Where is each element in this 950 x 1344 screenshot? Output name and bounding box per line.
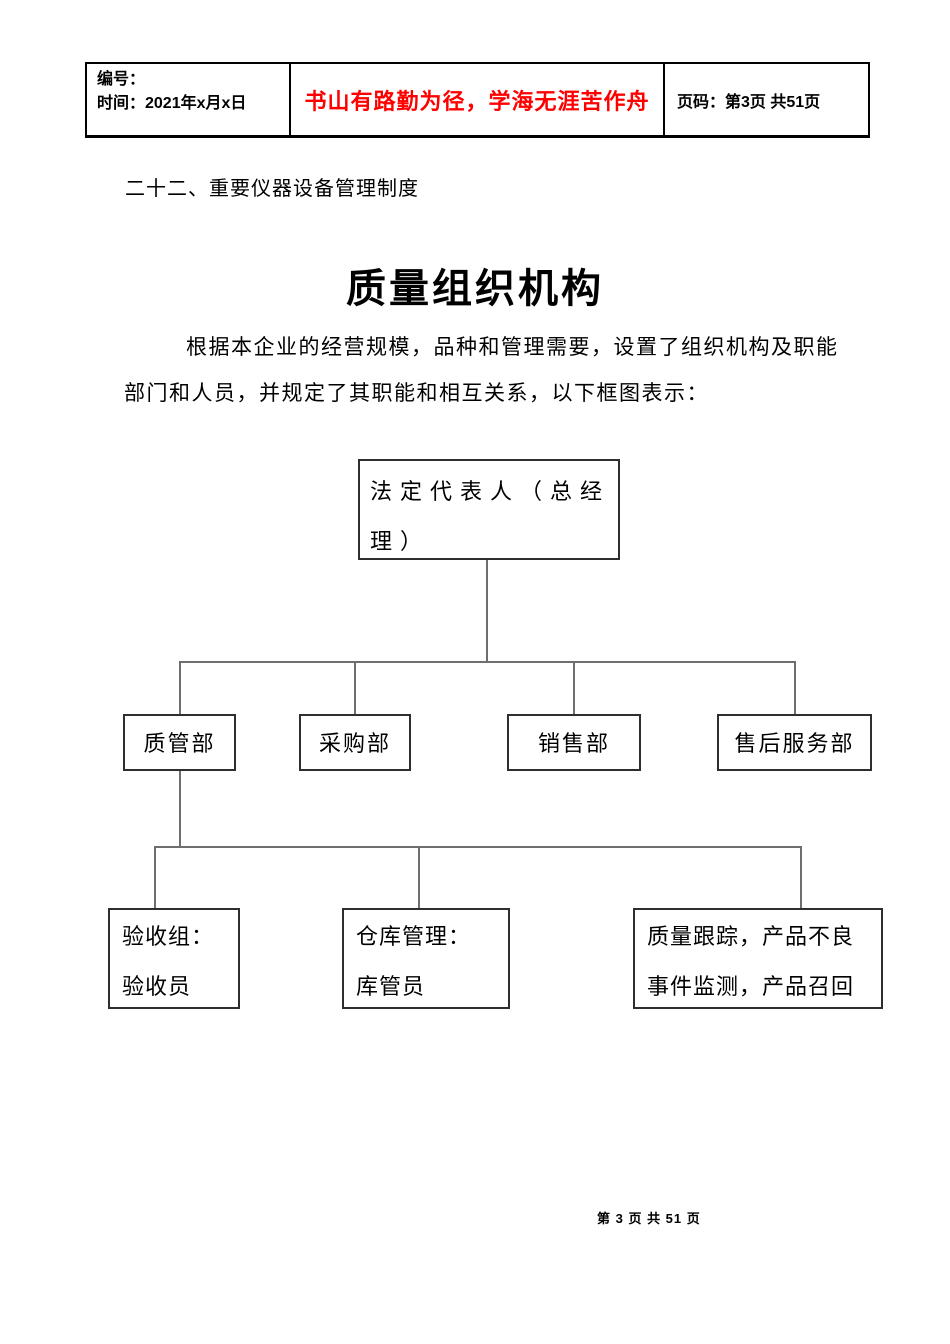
header-cell-page: 页码：第3页 共51页 (665, 64, 868, 135)
connector-drop-xsb (573, 661, 575, 714)
org-box-warehouse-line2: 库管员 (356, 974, 426, 999)
section-heading: 二十二、重要仪器设备管理制度 (125, 178, 419, 200)
org-box-quality-tracking-line1: 质量跟踪，产品不良 (647, 924, 855, 949)
org-box-quality-tracking: 质量跟踪，产品不良 事件监测，产品召回 (633, 908, 883, 1009)
org-box-acceptance-line1: 验收组： (122, 924, 215, 949)
paragraph-line-2: 部门和人员，并规定了其职能和相互关系，以下框图表示： (124, 381, 709, 405)
header-page-label: 页码：第3页 共51页 (677, 93, 821, 111)
header-motto: 书山有路勤为径，学海无涯苦作舟 (304, 88, 650, 114)
connector-qgb-down (179, 771, 181, 848)
connector-bus-level3 (154, 846, 802, 848)
org-box-root: 法定代表人（总经理） (358, 459, 620, 560)
connector-drop-ysz (154, 846, 156, 908)
org-box-acceptance-group: 验收组： 验收员 (108, 908, 240, 1009)
header-table: 编号： 时间：2021年x月x日 书山有路勤为径，学海无涯苦作舟 页码：第3页 … (85, 62, 870, 138)
header-cell-motto: 书山有路勤为径，学海无涯苦作舟 (291, 64, 665, 135)
connector-drop-cgb (354, 661, 356, 714)
paragraph-line-1: 根据本企业的经营规模，品种和管理需要，设置了组织机构及职能 (186, 335, 839, 359)
connector-bus-level2 (179, 661, 796, 663)
org-box-after-sales-dept: 售后服务部 (717, 714, 872, 771)
org-box-purchasing-dept: 采购部 (299, 714, 411, 771)
org-box-quality-tracking-line2: 事件监测，产品召回 (647, 974, 855, 999)
connector-drop-zlgz (800, 846, 802, 908)
connector-root-down (486, 560, 488, 662)
doc-number-label: 编号： (97, 71, 146, 88)
connector-drop-ckgl (418, 846, 420, 908)
org-box-warehouse-line1: 仓库管理： (356, 924, 472, 949)
doc-title: 质量组织机构 (346, 267, 604, 311)
org-box-warehouse: 仓库管理： 库管员 (342, 908, 510, 1009)
org-box-quality-dept: 质管部 (123, 714, 236, 771)
connector-drop-qgb (179, 661, 181, 714)
org-box-sales-dept: 销售部 (507, 714, 641, 771)
connector-drop-shfwb (794, 661, 796, 714)
org-box-acceptance-line2: 验收员 (122, 974, 192, 999)
doc-time-label: 时间：2021年x月x日 (97, 95, 247, 112)
header-cell-meta: 编号： 时间：2021年x月x日 (87, 64, 291, 135)
footer-page-info: 第 3 页 共 51 页 (597, 1211, 701, 1226)
